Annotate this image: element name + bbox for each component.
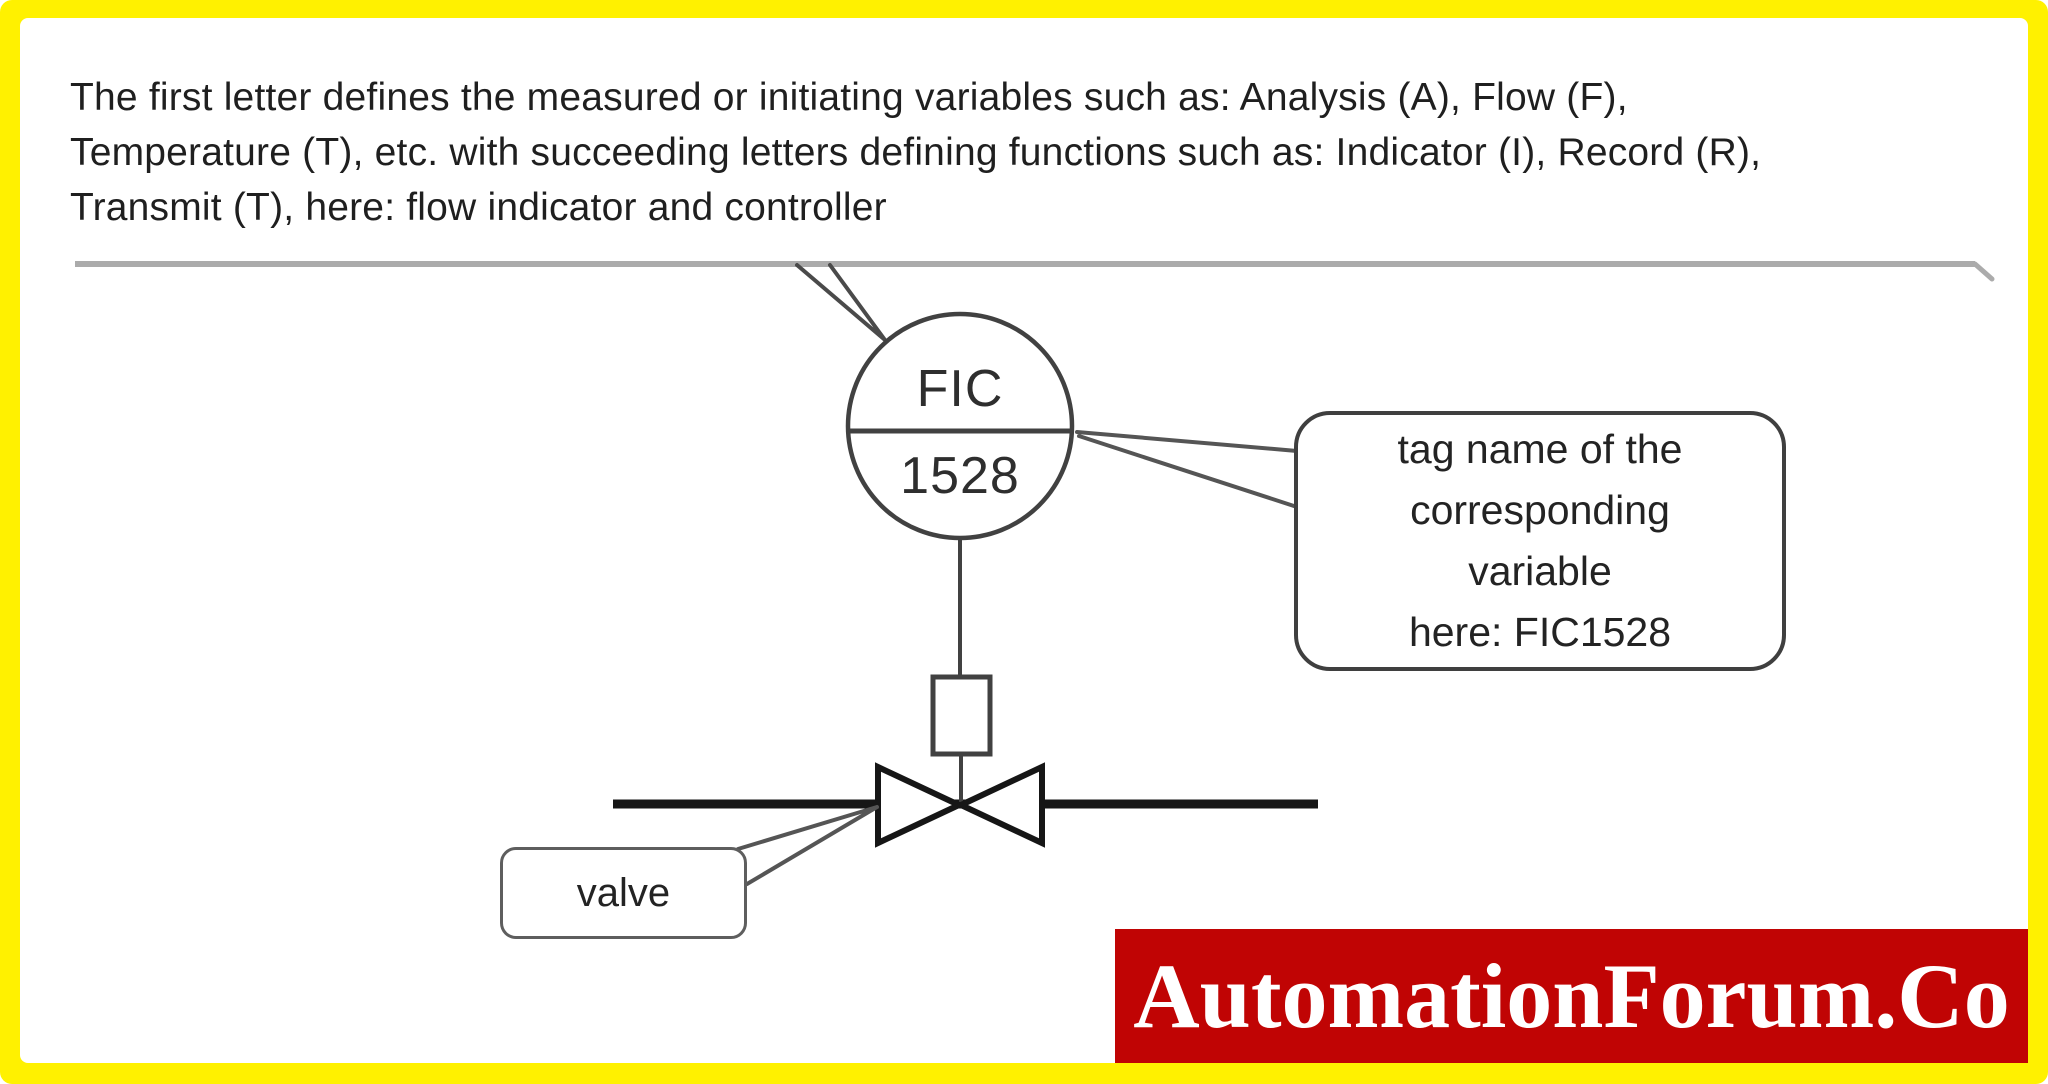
valve-callout-leader-lines: [736, 805, 879, 886]
instrument-bubble: [845, 311, 1075, 541]
tag-name-callout-text: tag name of the corresponding variable h…: [1397, 426, 1683, 655]
diagram-line-art: [75, 261, 1995, 886]
valve-symbol-right-triangle: [953, 762, 1045, 848]
valve-callout: valve: [500, 847, 747, 939]
description-leader-lines: [795, 263, 887, 342]
valve-callout-text: valve: [576, 870, 671, 915]
watermark-banner: AutomationForum.Co: [1115, 929, 2028, 1063]
description-text: The first letter defines the measured or…: [70, 76, 1762, 229]
instrument-loop-number: 1528: [900, 447, 1020, 505]
separator-line-end-tick: [1972, 261, 1995, 282]
actuator-square: [930, 674, 993, 757]
tag-callout-leader-lines: [1075, 430, 1299, 509]
valve-symbol-left-triangle: [875, 762, 967, 848]
tag-name-callout: tag name of the corresponding variable h…: [1294, 411, 1786, 671]
diagram-canvas: The first letter defines the measured or…: [20, 18, 2028, 1063]
instrument-function-label: FIC: [916, 360, 1004, 418]
separator-line: [75, 261, 1975, 267]
